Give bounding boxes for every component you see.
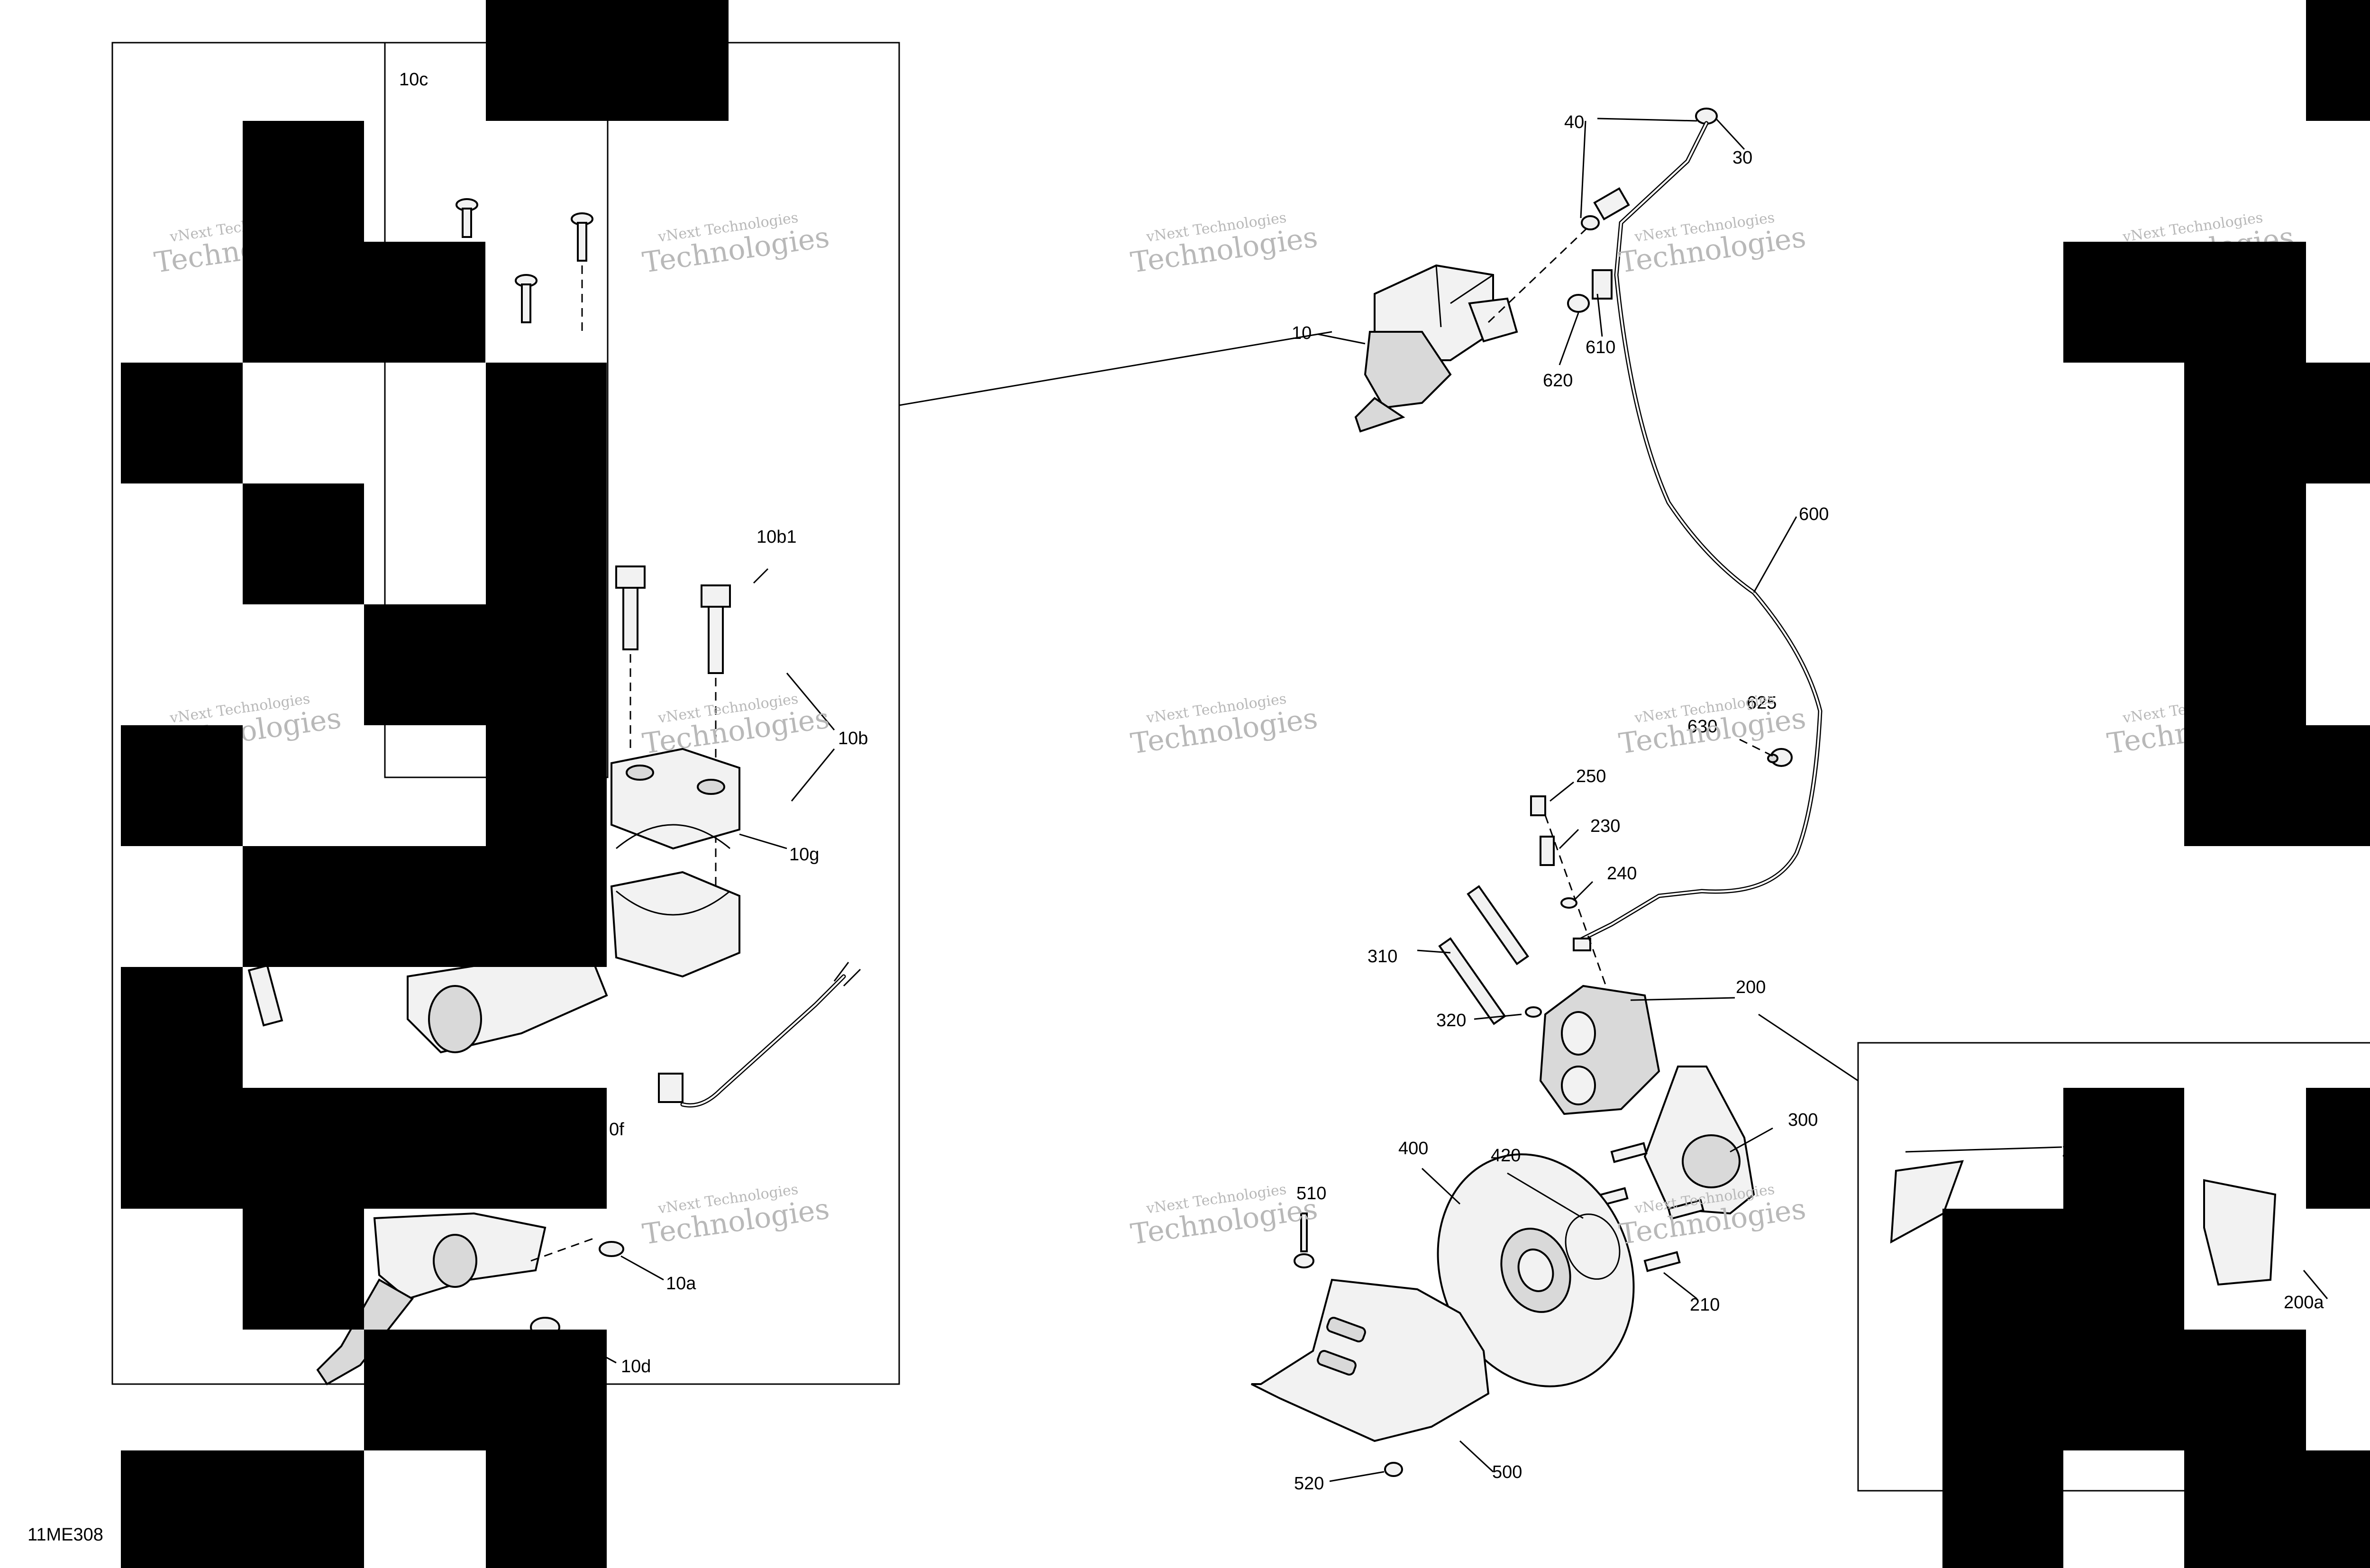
redaction-block bbox=[243, 242, 485, 363]
master-cylinder-detail bbox=[247, 947, 608, 1054]
redaction-block bbox=[486, 0, 729, 121]
redaction-block bbox=[121, 1088, 607, 1209]
label-10: 10 bbox=[1292, 323, 1312, 343]
redaction-block bbox=[243, 846, 607, 967]
redaction-block bbox=[364, 604, 607, 725]
label-10b: 10b bbox=[838, 729, 868, 748]
redaction-block bbox=[486, 483, 607, 604]
redaction-block bbox=[1942, 1209, 2184, 1330]
label-10b1: 10b1 bbox=[757, 527, 797, 547]
label-300: 300 bbox=[1788, 1110, 1818, 1130]
bolt-head bbox=[615, 565, 646, 589]
o-ring-420 bbox=[1565, 1213, 1621, 1280]
redaction-block bbox=[364, 1330, 607, 1450]
redaction-block bbox=[2063, 242, 2306, 363]
label-250: 250 bbox=[1576, 766, 1606, 786]
label-200a: 200a bbox=[2284, 1293, 2324, 1313]
bolts-10b1 bbox=[615, 565, 769, 929]
watermark: vNext Technologies Technologies bbox=[1617, 210, 1808, 280]
watermark: vNext Technologies Technologies bbox=[640, 691, 831, 761]
watermark: vNext Technologies Technologies bbox=[1129, 691, 1320, 761]
label-625: 625 bbox=[1747, 693, 1777, 713]
caliper-bolts-310 bbox=[1438, 885, 1636, 1091]
switch-10f bbox=[658, 962, 861, 1108]
redaction-block bbox=[2184, 483, 2306, 604]
label-420: 420 bbox=[1491, 1146, 1521, 1166]
label-200: 200 bbox=[1736, 977, 1766, 997]
screw-part bbox=[515, 274, 538, 323]
watermark: vNext Technologies Technologies bbox=[640, 210, 831, 280]
clamp-10g bbox=[610, 748, 740, 978]
redaction-block bbox=[486, 1450, 607, 1568]
redaction-block bbox=[2184, 604, 2306, 725]
redaction-block bbox=[2184, 363, 2370, 483]
redaction-block bbox=[121, 1450, 364, 1568]
screws-10c bbox=[456, 198, 593, 332]
label-510: 510 bbox=[1296, 1184, 1326, 1203]
leader-to-master-cylinder bbox=[899, 331, 1332, 406]
label-500: 500 bbox=[1492, 1462, 1522, 1482]
diagram-id-code: 11ME308 bbox=[27, 1525, 103, 1545]
caliper-200 bbox=[1539, 985, 1660, 1115]
watermark: vNext Technologies Technologies bbox=[640, 1181, 831, 1251]
brake-hose-600 bbox=[1576, 121, 1823, 943]
label-230: 230 bbox=[1590, 816, 1620, 836]
label-10d: 10d bbox=[621, 1357, 651, 1377]
clamp-625 bbox=[1767, 748, 1793, 767]
bracket-300 bbox=[1643, 1066, 1755, 1215]
redaction-block bbox=[243, 121, 364, 242]
brake-disc-400 bbox=[1437, 1153, 1635, 1387]
bolts-210 bbox=[1591, 1142, 1705, 1272]
label-30: 30 bbox=[1732, 148, 1752, 168]
label-10a: 10a bbox=[666, 1274, 696, 1294]
redaction-block bbox=[2306, 1088, 2370, 1209]
redaction-blocks bbox=[121, 0, 2370, 1568]
label-10g: 10g bbox=[789, 845, 819, 865]
label-310: 310 bbox=[1367, 947, 1397, 966]
screw-510 bbox=[1294, 1212, 1314, 1268]
switch-body bbox=[658, 1073, 684, 1103]
label-10f: 0f bbox=[609, 1120, 624, 1140]
redaction-block bbox=[121, 725, 243, 846]
screw-part bbox=[456, 198, 478, 238]
label-600: 600 bbox=[1799, 504, 1829, 524]
redaction-block bbox=[2184, 1450, 2370, 1568]
lever-10 bbox=[1354, 397, 1405, 433]
redaction-block bbox=[2306, 0, 2370, 121]
redaction-block bbox=[486, 363, 607, 483]
label-610: 610 bbox=[1586, 337, 1615, 357]
redaction-block bbox=[486, 725, 607, 846]
clip-610 bbox=[1567, 269, 1613, 313]
watermark: vNext Technologies Technologies bbox=[1129, 1181, 1320, 1251]
label-240: 240 bbox=[1607, 864, 1637, 884]
redaction-block bbox=[2184, 725, 2370, 846]
bolt-shank bbox=[622, 587, 638, 650]
redaction-block bbox=[121, 967, 243, 1088]
inset-200-border bbox=[1857, 1042, 2370, 1492]
redaction-block bbox=[121, 363, 243, 483]
redaction-block bbox=[1942, 1330, 2063, 1450]
redaction-block bbox=[2063, 1088, 2184, 1209]
label-40: 40 bbox=[1564, 112, 1584, 132]
disc-guard-500 bbox=[1251, 1278, 1490, 1477]
banjo-fitting bbox=[1581, 108, 1718, 230]
label-10c: 10c bbox=[399, 70, 428, 90]
redaction-block bbox=[2063, 1330, 2306, 1450]
label-210: 210 bbox=[1690, 1295, 1720, 1315]
screw-part bbox=[571, 212, 593, 262]
label-630: 630 bbox=[1687, 717, 1717, 737]
redaction-block bbox=[243, 1209, 364, 1330]
watermark: vNext Technologies Technologies bbox=[1129, 210, 1320, 280]
bolt-shank bbox=[708, 606, 724, 674]
label-620: 620 bbox=[1543, 371, 1573, 391]
label-400: 400 bbox=[1398, 1139, 1428, 1158]
master-cylinder-10 bbox=[1354, 222, 1594, 433]
redaction-block bbox=[1942, 1450, 2063, 1568]
label-520: 520 bbox=[1294, 1474, 1324, 1494]
bolt-head bbox=[701, 584, 731, 608]
redaction-block bbox=[243, 483, 364, 604]
label-320: 320 bbox=[1436, 1011, 1466, 1030]
part-labels: 10c 10b1 10b 10g 0f 10a 10d 40 30 10 610… bbox=[27, 70, 2324, 1545]
